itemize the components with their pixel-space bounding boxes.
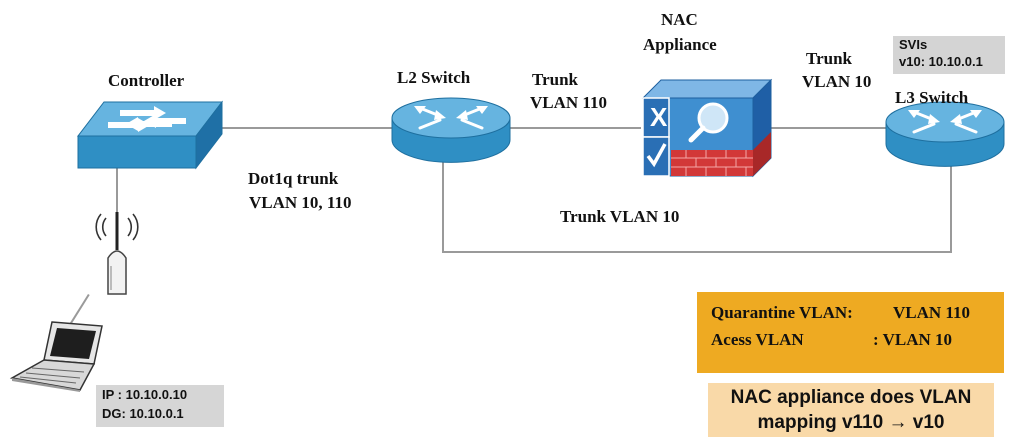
vlan-mapping-note: NAC appliance does VLAN mapping v110 → v… [708,383,994,437]
controller-label: Controller [108,71,185,90]
nac-label-line1: NAC [661,10,698,29]
nac-label-line2: Appliance [643,35,717,54]
link-bottom-trunk [442,251,952,253]
trunk-nac-l3-label-line2: VLAN 10 [802,72,872,91]
vlan-info-box: Quarantine VLAN: VLAN 110 Acess VLAN : V… [697,292,1004,373]
nac-appliance-icon: X [641,78,773,178]
laptop-icon [9,321,103,392]
mapping-note-line1: NAC appliance does VLAN [730,387,972,408]
access-vlan-value: : VLAN 10 [873,330,953,349]
trunk-nac-l3-label-line1: Trunk [806,49,852,68]
client-ip-box: IP : 10.10.0.10 DG: 10.10.0.1 [96,385,224,427]
svg-text:X: X [650,102,668,132]
link-l3-down [950,166,952,253]
quarantine-vlan-value: VLAN 110 [893,303,970,322]
link-l2-nac [508,127,641,129]
access-vlan-label: Acess VLAN [711,330,804,349]
link-controller-l2 [218,127,394,129]
quarantine-vlan-label: Quarantine VLAN: [711,303,853,322]
svi-line1: SVIs [899,37,928,52]
trunk-bottom-label: Trunk VLAN 10 [560,207,680,226]
l3-switch-label: L3 Switch [895,88,969,107]
access-point-icon [95,212,139,295]
link-l2-down [442,160,444,253]
l2-switch-label: L2 Switch [397,68,471,87]
client-dg: DG: 10.10.0.1 [102,406,184,421]
link-controller-ap [116,168,118,238]
svi-line2: v10: 10.10.0.1 [899,54,983,69]
link-nac-l3 [771,127,888,129]
mapping-note-line2: mapping v110 → v10 [757,412,945,433]
trunk-l2-nac-label-line2: VLAN 110 [530,93,607,112]
l3-switch-icon [885,101,1005,167]
l2-switch-icon [391,97,511,163]
svi-info-box: SVIs v10: 10.10.0.1 [893,36,1005,74]
trunk-l2-nac-label-line1: Trunk [532,70,578,89]
controller-icon [76,100,224,170]
client-ip: IP : 10.10.0.10 [102,387,188,402]
dot1q-trunk-label-line2: VLAN 10, 110 [249,193,352,212]
dot1q-trunk-label-line1: Dot1q trunk [248,169,339,188]
